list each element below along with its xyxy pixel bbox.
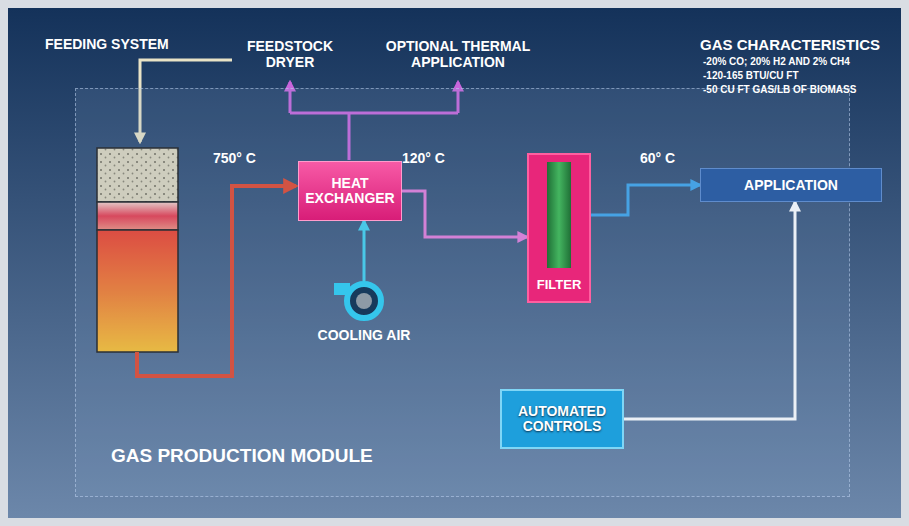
- stream-label: OPTIONAL THERMAL APPLICATION: [368, 38, 548, 70]
- node-label: HEAT EXCHANGER: [303, 176, 397, 207]
- node-label: GAS PRODUCTION MODULE: [111, 445, 373, 467]
- node-label: COOLING AIR: [309, 327, 419, 343]
- heat-exchanger-box: HEAT EXCHANGER: [298, 161, 402, 221]
- cooling-air-fan: COOLING AIR: [309, 281, 419, 349]
- temperature-label: 120° C: [402, 150, 445, 166]
- module-region: GAS PRODUCTION MODULE HEAT EXCHANGER COOLI…: [75, 88, 850, 497]
- gas-spec-note: GAS CHARACTERISTICS: [700, 36, 880, 53]
- node-label: AUTOMATED CONTROLS: [506, 404, 618, 435]
- stream-label: FEEDSTOCK DRYER: [235, 38, 345, 70]
- gas-spec-note: -120-165 BTU/CU FT: [703, 70, 799, 82]
- application-box: APPLICATION: [700, 168, 882, 202]
- background-panel: [8, 8, 901, 518]
- fan-hub: [356, 293, 372, 309]
- node-label: FILTER: [529, 277, 589, 292]
- controls-box: AUTOMATED CONTROLS: [500, 389, 624, 449]
- stream-label: FEEDING SYSTEM: [45, 36, 169, 52]
- gas-spec-note: -50 CU FT GAS/LB OF BIOMASS: [703, 84, 856, 96]
- node-label: APPLICATION: [744, 177, 838, 193]
- gas-spec-note: -20% CO; 20% H2 AND 2% CH4: [703, 56, 850, 68]
- fan-housing: [347, 284, 381, 318]
- filter-box: FILTER: [527, 153, 591, 303]
- temperature-label: 750° C: [213, 150, 256, 166]
- filter-media: [547, 162, 571, 268]
- temperature-label: 60° C: [640, 150, 675, 166]
